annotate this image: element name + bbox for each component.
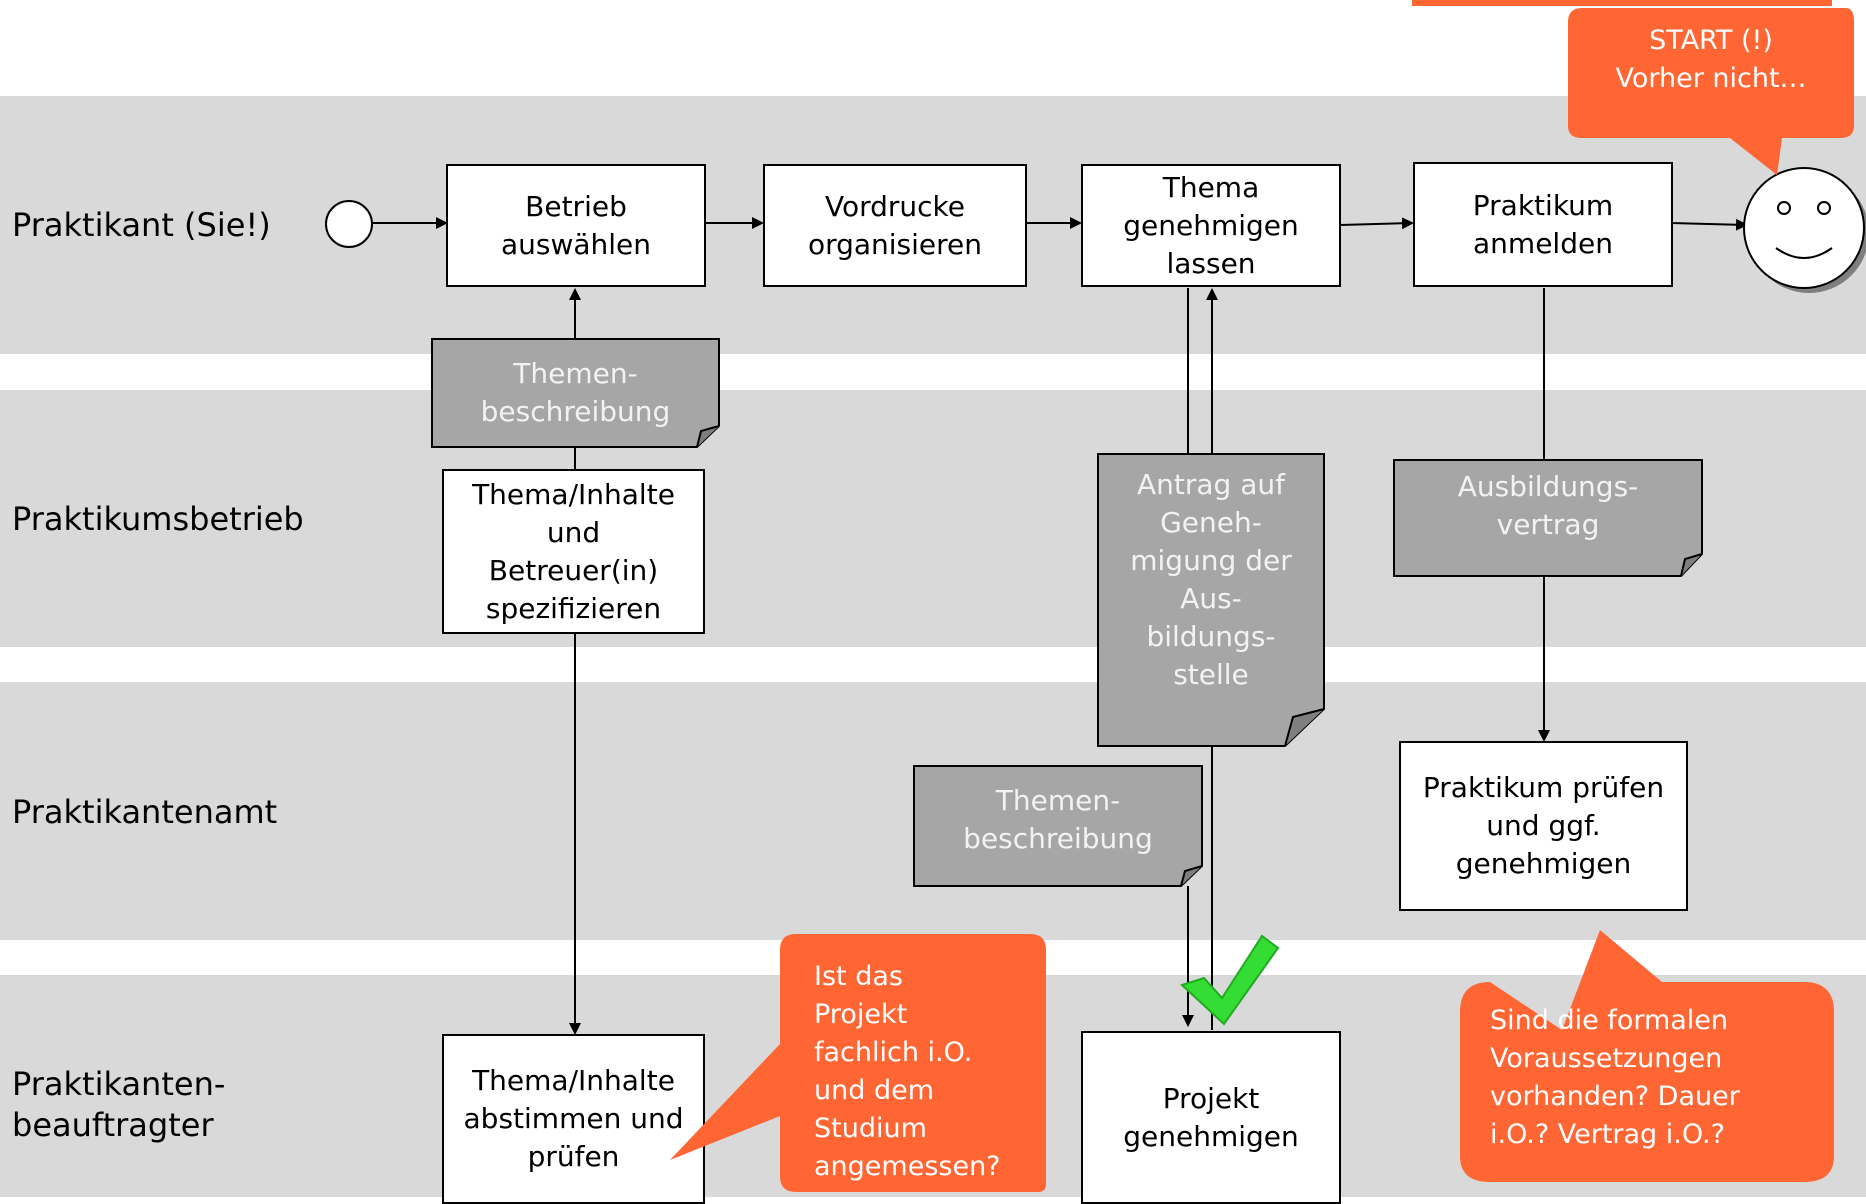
document-themenbeschreibung-2: Themen-beschreibung xyxy=(913,765,1203,887)
task-line: auswählen xyxy=(500,227,652,261)
callout-line: angemessen? xyxy=(814,1151,1001,1182)
doc-line: Geneh- xyxy=(1160,506,1262,539)
callout-line: und dem xyxy=(814,1075,934,1106)
callout-line: i.O.? Vertrag i.O.? xyxy=(1490,1119,1725,1150)
task-line: Thema xyxy=(1162,170,1260,204)
lane-label-line: beauftragter xyxy=(12,1106,214,1144)
callout-start-shape xyxy=(1568,8,1854,175)
lane-label-praktikumsbetrieb: Praktikumsbetrieb xyxy=(12,500,304,538)
task-line: Praktikum xyxy=(1472,188,1614,222)
task-line: Thema/Inhalte xyxy=(472,477,675,511)
task-line: Praktikum prüfen xyxy=(1422,771,1665,804)
task-line: anmelden xyxy=(1473,226,1613,260)
task-line: Projekt xyxy=(1162,1081,1260,1115)
end-event-smiley xyxy=(1743,167,1866,293)
task-line: Thema/Inhalte xyxy=(472,1064,675,1097)
callout-formal-shape xyxy=(1460,930,1834,1182)
task-praktikum-pruefen: Praktikum prüfen und ggf. genehmigen xyxy=(1399,741,1688,911)
callout-line: Projekt xyxy=(814,999,908,1030)
callout-start: START (!) Vorher nicht… xyxy=(1568,22,1854,98)
task-line: spezifizieren xyxy=(485,591,662,625)
lane-label-praktikantenamt: Praktikantenamt xyxy=(12,793,278,831)
task-line: lassen xyxy=(1166,246,1256,280)
task-projekt-genehmigen: Projekt genehmigen xyxy=(1081,1031,1341,1204)
doc-line: Themen- xyxy=(513,357,638,390)
doc-line: migung der xyxy=(1130,544,1292,577)
callout-line: vorhanden? Dauer xyxy=(1490,1081,1740,1112)
doc-line: vertrag xyxy=(1496,508,1600,541)
task-line: Betrieb xyxy=(525,189,627,223)
callout-fachlich: Ist das Projekt fachlich i.O. und dem St… xyxy=(814,958,1004,1186)
callout-line: Studium xyxy=(814,1113,927,1144)
document-ausbildungsvertrag: Ausbildungs-vertrag xyxy=(1393,459,1703,577)
task-thema-genehmigen-lassen: Thema genehmigen lassen xyxy=(1081,164,1341,287)
doc-line: beschreibung xyxy=(480,395,671,428)
top-accent-bar xyxy=(1412,0,1832,6)
callout-line: Ist das xyxy=(814,961,903,992)
task-line: prüfen xyxy=(527,1140,620,1173)
doc-line: bildungs- xyxy=(1146,620,1276,653)
doc-line: Aus- xyxy=(1180,582,1242,615)
task-betrieb-auswaehlen: Betrieb auswählen xyxy=(446,164,706,287)
task-line: genehmigen xyxy=(1455,847,1632,880)
callout-line: fachlich i.O. xyxy=(814,1037,973,1068)
task-line: genehmigen xyxy=(1123,1119,1299,1153)
task-line: Betreuer(in) xyxy=(488,553,659,587)
doc-line: stelle xyxy=(1173,658,1249,691)
task-line: genehmigen xyxy=(1123,208,1299,242)
doc-line: beschreibung xyxy=(963,822,1153,855)
task-line: organisieren xyxy=(807,227,983,261)
task-line: abstimmen und xyxy=(463,1102,684,1135)
start-event xyxy=(325,200,373,248)
document-themenbeschreibung-1: Themen-beschreibung xyxy=(431,338,720,448)
callout-line: Vorher nicht… xyxy=(1615,63,1807,94)
callout-formal: Sind die formalen Voraussetzungen vorhan… xyxy=(1490,1002,1820,1154)
lane-label-praktikantenbeauftragter: Praktikanten- beauftragter xyxy=(12,1064,225,1146)
doc-line: Themen- xyxy=(995,784,1121,817)
task-line: und xyxy=(546,515,601,549)
doc-line: Ausbildungs- xyxy=(1457,470,1639,503)
lane-label-line: Praktikanten- xyxy=(12,1065,226,1103)
doc-line: Antrag auf xyxy=(1137,468,1285,501)
callout-fachlich-shape xyxy=(670,934,1046,1192)
task-praktikum-anmelden: Praktikum anmelden xyxy=(1413,162,1673,287)
callout-line: START (!) xyxy=(1649,25,1773,56)
task-line: Vordrucke xyxy=(824,189,965,223)
task-vordrucke-organisieren: Vordrucke organisieren xyxy=(763,164,1027,287)
task-line: und ggf. xyxy=(1486,809,1601,842)
check-icon xyxy=(1180,934,1280,1026)
callout-line: Sind die formalen xyxy=(1490,1005,1729,1036)
lane-label-praktikant: Praktikant (Sie!) xyxy=(12,206,271,244)
task-thema-abstimmen: Thema/Inhalte abstimmen und prüfen xyxy=(442,1034,705,1204)
callout-line: Voraussetzungen xyxy=(1490,1043,1723,1074)
